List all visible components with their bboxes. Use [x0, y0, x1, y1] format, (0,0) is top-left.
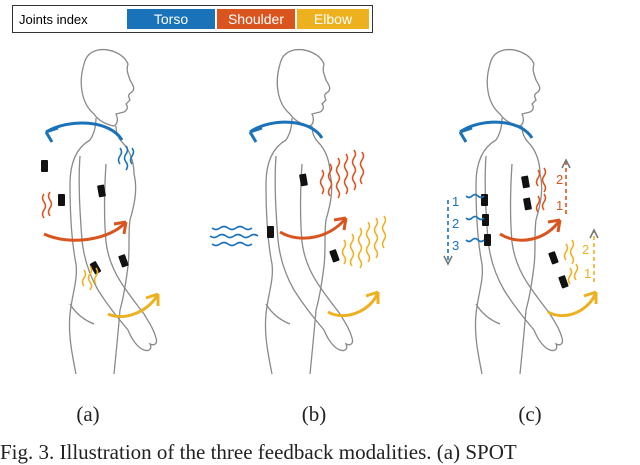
seq-elbow-2: 2 — [582, 242, 589, 257]
elbow-arrow-c — [547, 291, 598, 318]
elbow-wave-b — [341, 215, 387, 269]
seq-torso-3: 3 — [452, 238, 459, 253]
actuators-a — [41, 160, 129, 275]
legend-torso: Torso — [127, 9, 215, 29]
legend-shoulder: Shoulder — [217, 9, 295, 29]
elbow-wave-c — [563, 239, 579, 285]
elbow-arrow-b — [327, 291, 380, 318]
torso-arrow-b — [249, 120, 324, 139]
panel-label-c: (c) — [518, 402, 542, 426]
elbow-arrow-a — [107, 293, 160, 319]
torso-wave-c — [465, 193, 485, 243]
panel-a-figure — [68, 48, 158, 375]
seq-shoulder-1: 1 — [556, 198, 563, 213]
actuators-c — [481, 175, 569, 289]
panel-label-a: (a) — [76, 402, 100, 426]
seq-torso-2: 2 — [452, 216, 459, 231]
seq-shoulder-2: 2 — [556, 172, 563, 187]
panel-label-b: (b) — [301, 402, 327, 426]
sequence-arrows-c — [447, 162, 595, 282]
legend: Joints index Torso Shoulder Elbow — [12, 5, 373, 33]
torso-wave-a — [117, 145, 135, 171]
shoulder-wave-c — [535, 167, 547, 213]
torso-arrow-c — [459, 120, 534, 139]
panel-c-figure — [474, 48, 564, 375]
elbow-wave-a — [81, 265, 99, 291]
torso-wave-b — [209, 225, 259, 247]
actuators-b — [267, 173, 340, 263]
shoulder-arrow-c — [499, 219, 562, 242]
shoulder-wave-b — [319, 149, 365, 199]
seq-elbow-1: 1 — [584, 266, 591, 281]
legend-title: Joints index — [19, 12, 88, 27]
shoulder-arrow-b — [279, 217, 348, 240]
shoulder-wave-a — [41, 191, 53, 219]
seq-torso-1: 1 — [452, 194, 459, 209]
figure-caption: Fig. 3. Illustration of the three feedba… — [0, 440, 517, 464]
legend-elbow: Elbow — [297, 9, 369, 29]
panel-b-figure — [264, 48, 354, 375]
shoulder-arrow-a — [43, 220, 128, 242]
